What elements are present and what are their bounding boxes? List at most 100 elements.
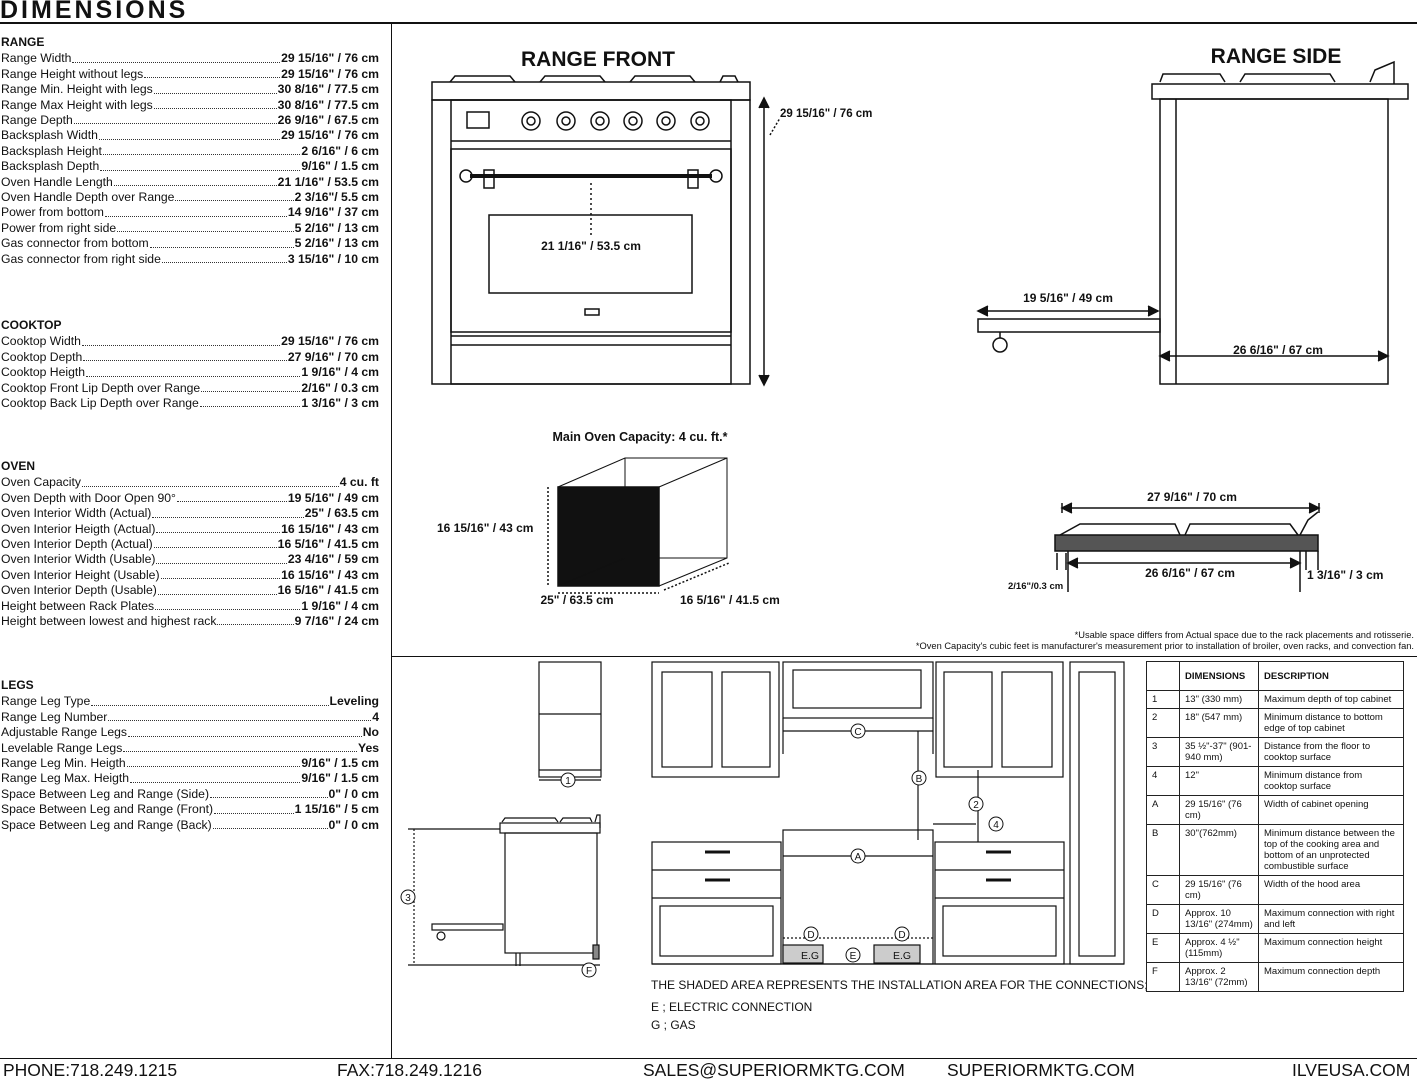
spec-row: Space Between Leg and Range (Front)1 15/… xyxy=(1,802,379,817)
legs-heading: LEGS xyxy=(1,678,34,692)
leader-dots xyxy=(83,350,287,362)
leader-dots xyxy=(155,599,301,611)
leader-dots xyxy=(91,694,329,706)
dimension-cell: 13" (330 mm) xyxy=(1179,690,1259,709)
install-side-view xyxy=(408,661,602,966)
spec-value: 4 xyxy=(372,709,379,724)
spec-row: Space Between Leg and Range (Back)0" / 0… xyxy=(1,818,379,833)
footer-website[interactable]: SUPERIORMKTG.COM xyxy=(947,1060,1135,1080)
spec-label: Space Between Leg and Range (Side) xyxy=(1,786,210,801)
spec-label: Oven Capacity xyxy=(1,475,81,490)
description-cell: Minimum distance from cooktop surface xyxy=(1258,766,1404,796)
spec-value: 9/16" / 1.5 cm xyxy=(301,771,379,786)
spec-value: 16 5/16" / 41.5 cm xyxy=(277,537,379,552)
column-divider xyxy=(391,23,392,1058)
spec-label: Range Max Height with legs xyxy=(1,97,153,112)
leader-dots xyxy=(126,756,301,768)
description-cell: Maximum connection depth xyxy=(1258,962,1404,992)
dimension-cell: 18" (547 mm) xyxy=(1179,708,1259,738)
spec-label: Oven Handle Length xyxy=(1,174,113,189)
spec-value: Yes xyxy=(357,740,379,755)
spec-value: 1 15/16" / 5 cm xyxy=(294,802,379,817)
description-cell: Minimum distance to bottom edge of top c… xyxy=(1258,708,1404,738)
footer-email[interactable]: SALES@SUPERIORMKTG.COM xyxy=(643,1060,905,1080)
spec-label: Range Leg Number xyxy=(1,709,108,724)
dimension-cell: Approx. 2 13/16" (72mm) xyxy=(1179,962,1259,992)
dimension-cell: Approx. 4 ½" (115mm) xyxy=(1179,933,1259,963)
footer-ilve-website[interactable]: ILVEUSA.COM xyxy=(1292,1060,1411,1080)
spec-row: Oven Interior Width (Actual)25" / 63.5 c… xyxy=(1,506,379,521)
spec-value: 9 7/16" / 24 cm xyxy=(294,614,379,629)
description-cell: Minimum distance between the top of the … xyxy=(1258,824,1404,876)
technical-drawings: RANGE FRONT 21 1/16" / 53.5 cm 29 xyxy=(400,45,1409,978)
spec-value: 27 9/16" / 70 cm xyxy=(287,349,379,364)
spec-row: Oven Interior Width (Usable)23 4/16" / 5… xyxy=(1,552,379,567)
spec-value: 16 15/16" / 43 cm xyxy=(281,521,379,536)
shaded-area-note: THE SHADED AREA REPRESENTS THE INSTALLAT… xyxy=(651,978,1148,992)
spec-label: Power from bottom xyxy=(1,205,104,220)
spec-label: Cooktop Back Lip Depth over Range xyxy=(1,396,199,411)
spec-label: Oven Interior Depth (Usable) xyxy=(1,583,157,598)
row-id-cell: 2 xyxy=(1146,708,1180,738)
title-divider xyxy=(0,22,1417,24)
back-lip-label: 1 3/16" / 3 cm xyxy=(1307,568,1383,582)
row-id-cell: B xyxy=(1146,824,1180,876)
spec-value: 25" / 63.5 cm xyxy=(304,506,379,521)
spec-row: Oven Capacity 4 cu. ft xyxy=(1,475,379,490)
dimension-cell: 30"(762mm) xyxy=(1179,824,1259,876)
dimension-markers: 1 2 3 4 A B C D D E F E.G E.G xyxy=(400,723,1004,978)
spec-value: 30 8/16" / 77.5 cm xyxy=(277,97,379,112)
marker-d-left: D xyxy=(807,930,814,941)
table-header-description: DESCRIPTION xyxy=(1258,661,1404,691)
range-front-title: RANGE FRONT xyxy=(521,48,675,71)
spec-value: 21 1/16" / 53.5 cm xyxy=(277,174,379,189)
cooktop-inner-label: 26 6/16" / 67 cm xyxy=(1145,566,1235,580)
spec-value: 1 3/16" / 3 cm xyxy=(301,396,379,411)
spec-label: Gas connector from bottom xyxy=(1,236,149,251)
spec-label: Range Leg Min. Heigth xyxy=(1,756,126,771)
oven-heading: OVEN xyxy=(1,459,36,473)
usable-space-note: *Usable space differs from Actual space … xyxy=(1074,630,1414,640)
leader-dots xyxy=(152,506,304,518)
spec-value: 4 cu. ft xyxy=(339,475,379,490)
spec-label: Cooktop Width xyxy=(1,334,81,349)
spec-row: Range Leg Number 4 xyxy=(1,710,379,725)
section-divider xyxy=(391,656,1417,657)
spec-label: Power from right side xyxy=(1,220,117,235)
spec-value: 0" / 0 cm xyxy=(328,817,380,832)
spec-value: 14 9/16" / 37 cm xyxy=(287,205,379,220)
leader-dots xyxy=(113,175,277,187)
electric-connection-note: E ; ELECTRIC CONNECTION xyxy=(651,1000,813,1014)
leader-dots xyxy=(100,159,301,171)
spec-row: Oven Depth with Door Open 90°19 5/16" / … xyxy=(1,491,379,506)
leader-dots xyxy=(108,710,372,722)
door-open-label: 19 5/16" / 49 cm xyxy=(1023,291,1113,305)
cooktop-heading: COOKTOP xyxy=(1,318,62,332)
row-id-cell: 3 xyxy=(1146,737,1180,767)
spec-value: 9/16" / 1.5 cm xyxy=(301,756,379,771)
dimension-cell: Approx. 10 13/16" (274mm) xyxy=(1179,904,1259,934)
front-height-label: 29 15/16" / 76 cm xyxy=(780,108,872,120)
leader-dots xyxy=(160,568,281,580)
oven-handle xyxy=(459,169,723,189)
spec-label: Range Depth xyxy=(1,113,73,128)
leader-dots xyxy=(212,818,328,830)
install-front-view xyxy=(651,661,1125,965)
leader-dots xyxy=(210,787,328,799)
marker-1: 1 xyxy=(565,776,571,787)
leader-dots xyxy=(153,82,277,94)
spec-row: Oven Interior Depth (Actual)16 5/16" / 4… xyxy=(1,537,379,552)
description-cell: Maximum connection with right and left xyxy=(1258,904,1404,934)
